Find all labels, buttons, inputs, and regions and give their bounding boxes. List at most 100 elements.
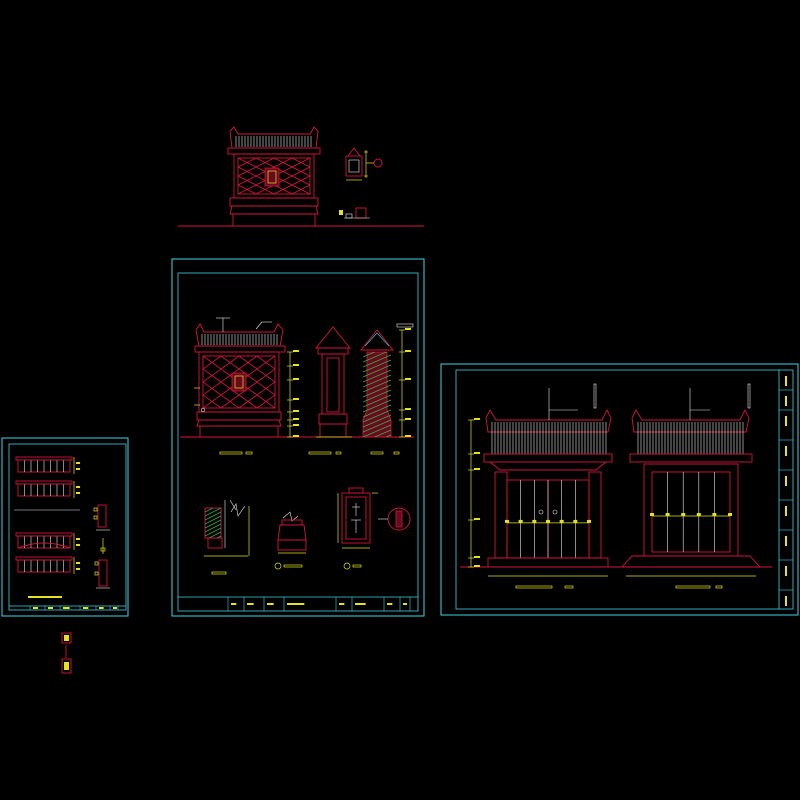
hatch-line — [205, 508, 214, 513]
lattice-line — [203, 394, 222, 408]
dimension-text-mark — [76, 462, 80, 464]
title-block-text-mark — [267, 603, 274, 605]
lattice-line — [293, 356, 365, 408]
dimension-text-mark — [474, 468, 480, 470]
hatch-line — [205, 511, 221, 521]
lattice-line — [256, 356, 275, 370]
hatch-line — [363, 394, 391, 408]
dimension-text-mark — [293, 350, 299, 352]
title-block-text-mark — [785, 566, 787, 576]
dimension-text-mark — [293, 378, 299, 380]
gate-front-elevation — [468, 383, 613, 589]
lattice-line — [274, 407, 275, 408]
lattice-line — [273, 175, 310, 194]
lattice-line — [203, 356, 204, 357]
dimension-text-mark — [587, 519, 591, 523]
hatch-line — [205, 519, 221, 529]
dimension-text-mark — [474, 452, 480, 454]
hatch-line — [363, 384, 391, 398]
hatch-line — [216, 535, 221, 538]
dimension-text-mark — [405, 435, 411, 437]
sheet-small-left — [1, 437, 129, 617]
title-block-text-mark — [355, 603, 366, 605]
dimension-text-mark — [405, 418, 411, 420]
dimension-text-mark — [712, 513, 717, 516]
sheet-right — [440, 363, 799, 616]
hatch-line — [363, 419, 391, 433]
lattice-line — [364, 158, 436, 194]
title-block-text-mark — [403, 603, 407, 605]
title-block-text-mark — [785, 596, 787, 606]
title-block-text-mark — [287, 603, 305, 605]
lattice-line — [255, 166, 310, 194]
title-block-text-mark — [231, 603, 237, 605]
hatch-line — [363, 369, 391, 383]
dimension-text-mark — [76, 486, 80, 488]
dimension-text-mark — [293, 410, 299, 412]
hatch-line — [363, 374, 391, 388]
mini-elevation-cap — [15, 456, 73, 461]
dimension-text-mark — [505, 519, 509, 523]
dimension-text-mark — [573, 519, 578, 523]
hatch-line — [205, 508, 206, 509]
mini-elevation-cap — [15, 480, 73, 485]
screen-wall-front-elevation — [194, 317, 365, 438]
dimension-text-mark — [76, 544, 80, 546]
dimension-text-mark — [650, 513, 654, 516]
lattice-line — [238, 158, 239, 159]
title-block-text-mark — [48, 607, 53, 609]
dimension-text-mark — [474, 556, 480, 558]
lattice-line — [203, 407, 204, 408]
title-block-text-mark — [99, 607, 104, 609]
dimension-text-mark — [518, 519, 523, 523]
dimension-text-mark — [474, 418, 480, 420]
hatch-line — [363, 359, 391, 373]
hatch-line — [373, 429, 391, 437]
plaque-detail — [337, 487, 411, 570]
hatch-line — [363, 409, 391, 423]
hatch-line — [205, 523, 221, 533]
hatch-line — [363, 404, 391, 418]
dimension-text-mark — [696, 513, 701, 516]
lattice-line — [238, 158, 275, 177]
lattice-line — [291, 158, 310, 168]
dimension-text-mark — [293, 398, 299, 400]
dimension-text-mark — [76, 568, 80, 570]
dimension-text-mark — [76, 468, 80, 470]
hatch-line — [363, 379, 391, 393]
screen-wall-section — [360, 323, 414, 438]
title-block-text-mark — [113, 607, 117, 609]
title-block-text-mark — [785, 536, 787, 546]
hatch-line — [205, 508, 221, 517]
dimension-text-mark — [76, 492, 80, 494]
dimension-text-mark — [665, 513, 670, 516]
dimension-text-mark — [293, 418, 299, 420]
lattice-line — [238, 158, 293, 186]
small-details-top — [339, 147, 383, 219]
gate-side-elevation — [621, 383, 761, 589]
lattice-line — [203, 356, 240, 383]
dimension-text-mark — [532, 519, 537, 523]
dimension-text-mark — [728, 513, 732, 516]
lattice-line — [203, 381, 240, 408]
dimension-text-mark — [474, 565, 480, 567]
lattice-line — [238, 175, 275, 194]
lattice-line — [203, 356, 222, 370]
hatch-line — [363, 414, 391, 428]
lattice-line — [238, 158, 257, 168]
hatch-line — [363, 399, 391, 413]
dimension-text-mark — [293, 364, 299, 366]
hatch-line — [363, 352, 388, 363]
hatch-line — [363, 424, 391, 437]
base-detail — [204, 499, 250, 575]
lattice-line — [238, 193, 239, 194]
title-block-text-mark — [785, 446, 787, 456]
screen-wall-elevation-top — [178, 126, 436, 227]
view-label-mark — [28, 596, 62, 598]
lattice-line — [274, 356, 275, 357]
hatch-line — [208, 531, 221, 538]
title-block-text-mark — [339, 603, 345, 605]
title-block-text-mark — [247, 603, 254, 605]
title-block-text-mark — [785, 416, 787, 426]
